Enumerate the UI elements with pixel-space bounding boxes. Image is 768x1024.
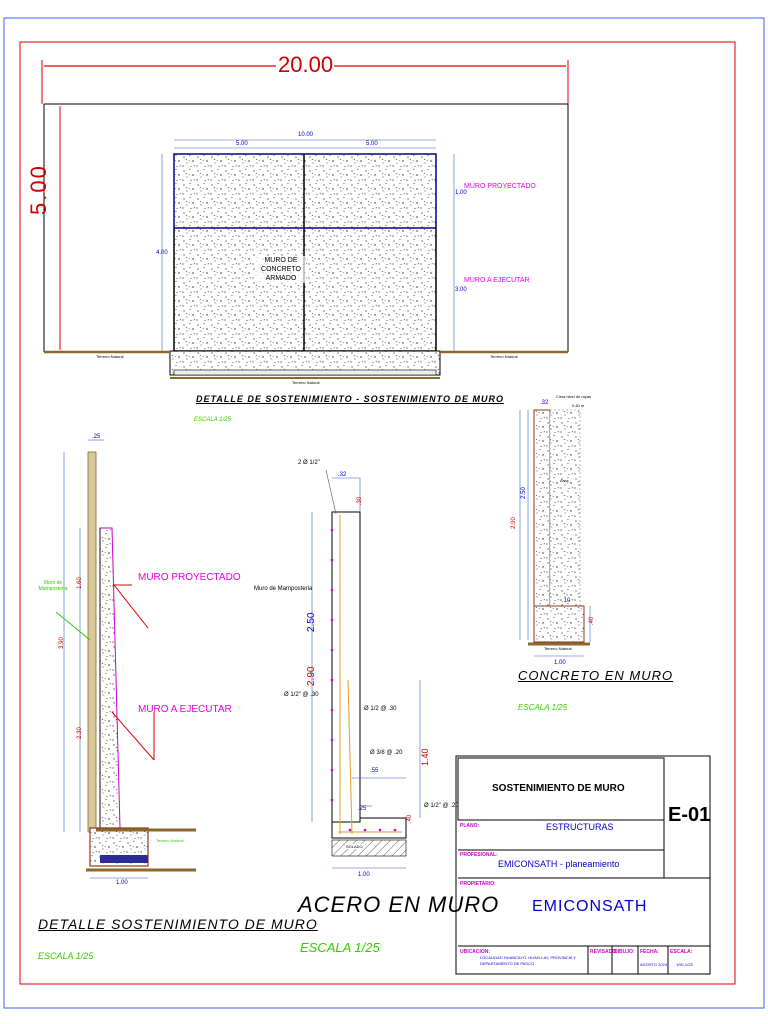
outer-border <box>3 17 765 1009</box>
top-height-dim: 5.00 <box>26 164 51 215</box>
top-caption: DETALLE DE SOSTENIMIENTO - SOSTENIMIENTO… <box>196 394 505 404</box>
top-sub-dim-left: 5.00 <box>236 141 248 147</box>
top-label-execute: MURO A EJECUTAR <box>464 277 530 284</box>
mid-dim-25: .25 <box>358 806 367 812</box>
right-dim-40: .40 <box>589 616 596 626</box>
right-detail <box>519 409 591 657</box>
right-dim-10: .10 <box>562 598 571 604</box>
mid-dim-30: .30 <box>357 496 364 506</box>
left-ground: Terreno Natural <box>156 838 184 843</box>
right-label-fill: Area <box>560 478 569 483</box>
left-dim-a: 1.60 <box>76 577 83 589</box>
right-scale: ESCALA 1/25 <box>518 703 568 712</box>
mid-bar-right: Ø 1/2" @ .20 <box>424 803 459 809</box>
mid-dim-140: 1.40 <box>420 748 430 766</box>
top-detail <box>41 60 569 379</box>
title-block <box>455 755 711 975</box>
right-caption: CONCRETO EN MURO <box>518 668 674 683</box>
mid-dim-290: 2.90 <box>306 666 317 686</box>
mid-dim-55: .55 <box>370 768 379 774</box>
left-label-mamp: Muro de Mamposteria <box>38 580 68 592</box>
tb-escala: 1/50,1/25 <box>676 962 693 967</box>
top-ground-mid: Terreno Natural <box>292 380 320 385</box>
mid-scale: ESCALA 1/25 <box>300 940 380 955</box>
top-ground-left: Terreno Natural <box>96 354 124 359</box>
tb-prop: EMICONSATH <box>532 898 648 915</box>
inner-border <box>19 41 736 985</box>
tb-dibujo-label: DIBUJO: <box>614 949 635 955</box>
tb-prof: EMICONSATH - planeamiento <box>498 859 620 869</box>
left-bottom-dim: 1.00 <box>116 880 128 886</box>
mid-solado: SOLADO <box>346 844 363 849</box>
mid-top-bar: 2 Ø 1/2" <box>298 460 320 466</box>
middle-detail <box>311 469 421 869</box>
right-note2: 0.40 m <box>572 403 585 408</box>
mid-label-mamp: Muro de Mamposteria <box>254 586 313 592</box>
left-label-projected: MURO PROYECTADO <box>138 572 241 583</box>
tb-revisado-label: REVISADO: <box>590 949 618 955</box>
left-top-dim: .25 <box>92 434 101 440</box>
top-inner-dim: 10.00 <box>298 132 314 138</box>
tb-fecha-label: FECHA: <box>640 949 659 955</box>
mid-bar-a: Ø 1/2 @ .30 <box>364 706 397 712</box>
right-top-dim: .32 <box>540 400 549 406</box>
top-sub-dim-right: 5.00 <box>366 141 378 147</box>
top-wall-label: MURO DE CONCRETO ARMADO <box>256 256 306 283</box>
mid-top-dim: .32 <box>338 472 347 478</box>
tb-fecha: AGOSTO 2024 <box>640 962 668 967</box>
mid-dim-40: .40 <box>407 814 414 824</box>
right-dim-b: 2.50 <box>520 487 527 499</box>
mid-caption: ACERO EN MURO <box>298 892 500 917</box>
top-height-left: 4.00 <box>156 250 168 256</box>
right-note: Cima nivel de rayas <box>556 394 592 399</box>
left-label-execute: MURO A EJECUTAR <box>138 704 232 715</box>
mid-dim-250: 2.50 <box>306 612 317 632</box>
top-width-dim: 20.00 <box>278 52 334 77</box>
tb-plano: ESTRUCTURAS <box>546 822 614 832</box>
left-dim-total: 3.90 <box>58 637 65 649</box>
mid-bar-b: Ø 3/8 @ .20 <box>370 750 403 756</box>
tb-code: E-01 <box>668 804 711 826</box>
top-scale: ESCALA 1/25 <box>194 417 231 423</box>
mid-bar-left: Ø 1/2" @ .30 <box>284 692 319 698</box>
right-ground: Terreno Natural <box>544 646 572 651</box>
top-ground-right: Terreno Natural <box>490 354 518 359</box>
left-detail <box>55 439 196 879</box>
top-height-right-bot: 3.00 <box>455 287 467 293</box>
left-scale: ESCALA 1/25 <box>38 951 94 961</box>
top-label-projected: MURO PROYECTADO <box>464 183 536 190</box>
mid-bottom-dim: 1.00 <box>358 872 370 878</box>
tb-plano-label: PLANO: <box>460 823 480 829</box>
tb-escala-label: ESCALA: <box>670 949 693 955</box>
tb-ubic: LOCALIDAD HUANCAYO, HUAYLLAY, PROVINCIA … <box>480 955 576 966</box>
tb-title: SOSTENIMIENTO DE MURO <box>492 783 625 794</box>
tb-ubic-label: UBICACION: <box>460 949 490 955</box>
tb-prop-label: PROPIETARIO: <box>460 881 496 887</box>
left-caption: DETALLE SOSTENIMIENTO DE MURO <box>38 916 318 932</box>
top-height-right-top: 1.00 <box>455 190 467 196</box>
tb-prof-label: PROFESIONAL: <box>460 852 498 858</box>
right-dim-a: 2.90 <box>510 517 517 529</box>
right-bottom-dim: 1.00 <box>554 660 566 666</box>
left-dim-b: 2.30 <box>76 727 83 739</box>
